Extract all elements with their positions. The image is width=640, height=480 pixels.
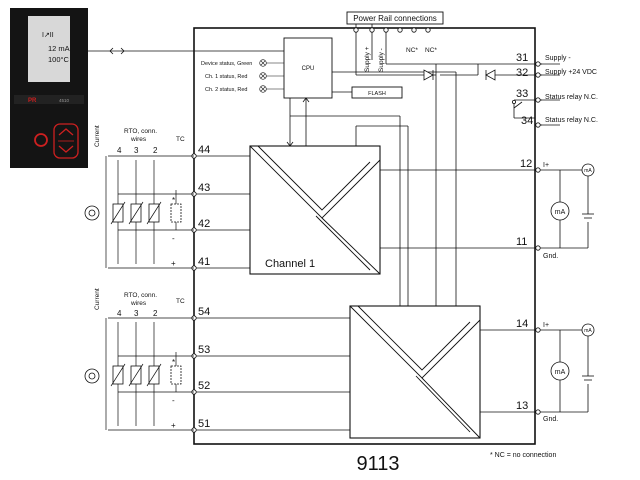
status-ch1-label: Ch. 1 status, Red — [205, 74, 248, 80]
ch2-iplus-label: I+ — [543, 322, 549, 329]
terminal-31: 31 — [516, 52, 528, 64]
terminal-43: 43 — [198, 182, 210, 194]
arrow-keys[interactable] — [53, 123, 79, 159]
wires-2-label-2: 2 — [153, 309, 158, 318]
supply-minus-label: Supply - — [545, 55, 571, 62]
rtd-label-1a: RTO, conn. — [124, 128, 157, 135]
supply-plus-label: Supply +24 VDC — [545, 69, 597, 76]
ch2-meter-icon: mA — [584, 328, 592, 334]
lcd-line-mode: I↗II — [42, 32, 54, 39]
terminal-14: 14 — [516, 318, 528, 330]
terminal-33: 33 — [516, 88, 528, 100]
rtd-label-2b: wires — [130, 300, 147, 307]
wires-3-label-1: 3 — [134, 146, 139, 155]
current-source-icon-1 — [84, 205, 100, 221]
module-outline — [193, 27, 536, 445]
terminal-51: 51 — [198, 418, 210, 430]
internal-bus — [286, 63, 542, 306]
ch1-iplus-label: I+ — [543, 162, 549, 169]
ch1-meter-icon: mA — [584, 168, 592, 174]
terminal-32: 32 — [516, 67, 528, 79]
channel-1-block: Channel 1 — [249, 145, 381, 275]
model-tag: 4510 — [59, 98, 70, 103]
svg-text:-: - — [172, 234, 175, 243]
rail-nc-1: NC* — [406, 47, 418, 54]
wires-3-label-2: 3 — [134, 309, 139, 318]
model-number: 9113 — [356, 453, 399, 475]
ch1-ammeter-icon: mA — [555, 209, 566, 216]
tc-label-2: TC — [176, 298, 185, 305]
terminal-52: 52 — [198, 380, 210, 392]
ch2-ammeter-icon: mA — [555, 369, 566, 376]
channel-1-label: Channel 1 — [265, 258, 315, 270]
ch1-gnd-label: Gnd. — [543, 253, 558, 260]
power-rail-title: Power Rail connections — [353, 14, 437, 23]
cpu-block: CPU FLASH Device status, Green Ch. 1 sta… — [201, 37, 403, 99]
input-wiring-ch1: Current RTO, conn. wires 4 3 2 TC — [84, 125, 194, 269]
lcd-line-temp: 100°C — [48, 55, 70, 64]
supply-terminals: 31 32 33 34 Supply - Supply +24 VDC Stat… — [477, 52, 598, 128]
channel-1-outputs: 12 11 I+ Gnd. mA mA — [380, 158, 595, 260]
current-source-icon-2 — [84, 368, 100, 384]
channel-2-block — [349, 305, 481, 439]
lcd-line-current: 12 mA — [48, 44, 70, 53]
rail-nc-2: NC* — [425, 47, 437, 54]
terminal-53: 53 — [198, 344, 210, 356]
terminal-11: 11 — [516, 236, 527, 248]
down-arrow-icon[interactable] — [58, 145, 74, 153]
footnote: * NC = no connection — [490, 452, 556, 459]
diodes — [423, 69, 542, 81]
lcd-display — [28, 16, 70, 82]
device-front-panel: I↗II 12 mA 100°C PR 4510 — [10, 8, 88, 168]
ch2-gnd-label: Gnd. — [543, 416, 558, 423]
brand-logo: PR — [28, 98, 37, 104]
flash-block — [351, 86, 403, 99]
channel-1-inputs: 44 43 42 41 — [191, 144, 250, 271]
rtd-label-2a: RTO, conn. — [124, 292, 157, 299]
wires-4-label-1: 4 — [117, 146, 122, 155]
cpu-label: CPU — [302, 66, 315, 72]
relay-label-34: Status relay N.C. — [545, 117, 598, 124]
current-label-2: Current — [94, 288, 101, 310]
channel-2-inputs: 54 53 52 51 — [191, 306, 350, 433]
rtd-label-1b: wires — [130, 136, 147, 143]
status-ch2-label: Ch. 2 status, Red — [205, 87, 248, 93]
terminal-12: 12 — [520, 158, 532, 170]
power-rail: Power Rail connections Supply + Supply -… — [346, 11, 444, 75]
tc-star-2: * — [172, 358, 175, 367]
flash-label: FLASH — [368, 91, 386, 97]
terminal-13: 13 — [516, 400, 528, 412]
tc-label-1: TC — [176, 136, 185, 143]
tc-star-1: * — [172, 196, 175, 205]
relay-label-33: Status relay N.C. — [545, 94, 598, 101]
terminal-54: 54 — [198, 306, 210, 318]
current-label-1: Current — [94, 125, 101, 147]
rail-supply-minus: Supply - — [378, 48, 385, 72]
terminal-44: 44 — [198, 144, 210, 156]
status-device-label: Device status, Green — [201, 61, 252, 67]
svg-text:-: - — [172, 396, 175, 405]
ok-button[interactable] — [34, 133, 48, 147]
terminal-42: 42 — [198, 218, 210, 230]
input-wiring-ch2: Current RTO, conn. wires 4 3 2 TC — [84, 288, 194, 431]
rail-supply-plus: Supply + — [364, 46, 371, 72]
up-arrow-icon[interactable] — [58, 128, 74, 136]
terminal-41: 41 — [198, 256, 210, 268]
wires-2-label-1: 2 — [153, 146, 158, 155]
wires-4-label-2: 4 — [117, 309, 122, 318]
display-link — [88, 47, 286, 55]
svg-text:+: + — [171, 421, 176, 430]
terminal-34: 34 — [521, 115, 533, 127]
svg-text:+: + — [171, 259, 176, 268]
channel-2-outputs: 14 13 I+ Gnd. mA mA — [480, 318, 595, 423]
